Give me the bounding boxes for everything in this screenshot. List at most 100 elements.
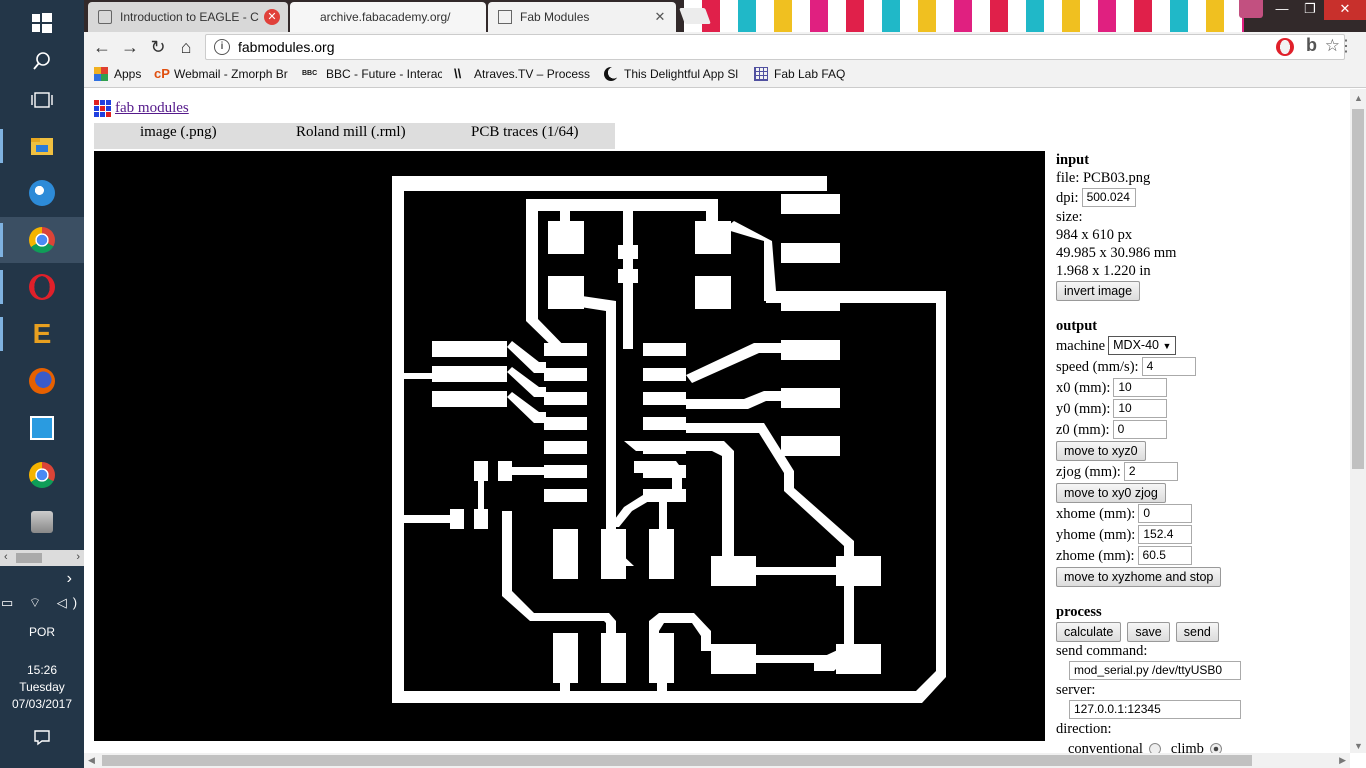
forward-button[interactable]: → — [121, 37, 139, 57]
bookmark-bbc[interactable]: BBC BBC - Future - Interac — [302, 67, 442, 81]
move-to-xy0-zjog-button[interactable]: move to xy0 zjog — [1056, 482, 1166, 503]
taskbar-scroll[interactable]: ‹ › — [0, 550, 84, 566]
language-indicator[interactable]: POR — [28, 625, 55, 639]
dpi-input[interactable]: 500.024 — [1081, 188, 1136, 207]
bookmarks-bar: Apps cP Webmail - Zmorph Br BBC BBC - Fu… — [84, 62, 1366, 88]
pad — [711, 644, 756, 674]
action-center-button[interactable] — [0, 728, 84, 749]
trace — [686, 423, 854, 671]
clock-date: 07/03/2017 — [11, 697, 73, 711]
calculate-button[interactable]: calculate — [1056, 621, 1122, 642]
windows-start-button[interactable] — [0, 0, 84, 46]
pad — [618, 269, 638, 283]
clock-time[interactable]: 15:26 — [26, 663, 58, 677]
home-button[interactable]: ⌂ — [180, 37, 192, 57]
back-button[interactable]: ← — [93, 37, 111, 57]
size-in: 1.968 x 1.220 in — [1056, 263, 1151, 279]
fab-modules-link[interactable]: fab modules — [115, 100, 189, 116]
bookmark-delightful-app[interactable]: This Delightful App Sl — [604, 67, 742, 81]
scroll-down-icon[interactable]: ▼ — [1354, 741, 1363, 751]
tab-archive-fabacademy[interactable]: archive.fabacademy.org/ — [290, 2, 486, 32]
yhome-input[interactable]: 152.4 — [1138, 525, 1193, 544]
z0-input[interactable]: 0 — [1112, 420, 1167, 439]
menu-icon[interactable]: ⋮ — [1338, 38, 1354, 55]
pad — [649, 529, 674, 579]
menu-roland-mill[interactable]: Roland mill (.rml) — [296, 124, 406, 140]
new-tab-button[interactable] — [679, 8, 711, 24]
menu-bar: image (.png) Roland mill (.rml) PCB trac… — [94, 123, 615, 149]
thunderbird-button[interactable] — [0, 170, 84, 216]
trace — [659, 499, 667, 531]
ic-pad — [544, 465, 587, 478]
search-icon — [33, 52, 50, 70]
scroll-left-icon[interactable]: ◀ — [88, 755, 95, 765]
close-tab-icon[interactable]: ✕ — [654, 9, 666, 24]
reload-button[interactable]: ↻ — [150, 37, 166, 57]
x0-input[interactable]: 10 — [1113, 378, 1168, 397]
zhome-label: zhome (mm): — [1056, 547, 1135, 564]
machine-select[interactable]: MDX-40 ▼ — [1108, 336, 1177, 355]
horizontal-scroll-thumb[interactable] — [102, 755, 1252, 766]
bookmark-star-icon[interactable]: ☆ — [1324, 36, 1340, 55]
tab-fab-modules[interactable]: Fab Modules ✕ — [488, 2, 676, 32]
tray-icons[interactable]: ▭ ⌔ ◁) — [0, 595, 84, 610]
pcb-preview-canvas[interactable] — [94, 151, 1045, 741]
close-window-button[interactable]: ✕ — [1324, 0, 1366, 20]
firefox-button[interactable] — [0, 358, 84, 404]
output-heading: output — [1056, 318, 1098, 334]
save-button[interactable]: save — [1127, 621, 1170, 642]
address-bar[interactable]: i fabmodules.org ☆ — [205, 34, 1345, 60]
trace — [507, 367, 546, 397]
running-indicator — [0, 317, 3, 351]
move-to-xyzhome-button[interactable]: move to xyzhome and stop — [1056, 566, 1222, 587]
tab-introduction-to-eagle[interactable]: Introduction to EAGLE - C ✕ — [88, 2, 288, 32]
minimize-button[interactable]: — — [1275, 1, 1289, 16]
dpi-label: dpi: — [1056, 189, 1079, 206]
send-button[interactable]: send — [1175, 621, 1219, 642]
profile-icon[interactable] — [1239, 0, 1263, 18]
horizontal-scrollbar[interactable]: ◀ ▶ — [84, 753, 1350, 768]
close-tab-icon[interactable]: ✕ — [264, 9, 280, 25]
bookmark-atraves[interactable]: \\ Atraves.TV – Processo — [454, 67, 590, 82]
opera-extension-icon[interactable] — [1276, 38, 1294, 56]
fab-modules-brand: fab modules — [94, 100, 189, 117]
bookmark-fab-lab-faq[interactable]: Fab Lab FAQ — [754, 67, 845, 81]
file-explorer-button[interactable] — [0, 123, 84, 169]
climb-radio[interactable] — [1209, 742, 1222, 753]
vertical-scroll-thumb[interactable] — [1352, 109, 1364, 469]
bing-extension-icon[interactable]: b — [1306, 35, 1317, 55]
bookmark-webmail[interactable]: cP Webmail - Zmorph Br — [154, 67, 290, 82]
chrome-alt-button[interactable] — [0, 452, 84, 498]
y0-input[interactable]: 10 — [1113, 399, 1168, 418]
speed-input[interactable]: 4 — [1141, 357, 1196, 376]
scroll-right-icon[interactable]: ▶ — [1339, 755, 1346, 765]
search-button[interactable] — [0, 38, 84, 84]
installer-button[interactable] — [0, 499, 84, 545]
conventional-radio[interactable] — [1148, 742, 1161, 753]
zhome-input[interactable]: 60.5 — [1137, 546, 1192, 565]
task-view-button[interactable] — [0, 77, 84, 123]
scroll-left-icon: ‹ — [4, 551, 8, 563]
scroll-thumb[interactable] — [16, 553, 42, 563]
server-input[interactable]: 127.0.0.1:12345 — [1069, 700, 1241, 719]
site-info-icon[interactable]: i — [214, 39, 230, 55]
bookmark-apps[interactable]: Apps — [94, 67, 141, 81]
menu-image-png[interactable]: image (.png) — [140, 124, 217, 140]
scroll-up-icon[interactable]: ▲ — [1354, 93, 1363, 103]
xhome-input[interactable]: 0 — [1138, 504, 1193, 523]
eagle-button[interactable]: E — [0, 311, 84, 357]
opera-button[interactable] — [0, 264, 84, 310]
bookmark-label: This Delightful App Sl — [624, 67, 739, 81]
vertical-scrollbar[interactable]: ▲ ▼ — [1350, 89, 1366, 753]
menu-pcb-traces[interactable]: PCB traces (1/64) — [471, 124, 579, 140]
show-hidden-icons-button[interactable]: › — [66, 570, 72, 587]
invert-image-button[interactable]: invert image — [1056, 280, 1141, 301]
zjog-input[interactable]: 2 — [1123, 462, 1178, 481]
app-button[interactable] — [0, 405, 84, 451]
chrome-button[interactable] — [0, 217, 84, 263]
restore-button[interactable]: ❐ — [1304, 1, 1316, 16]
send-command-input[interactable]: mod_serial.py /dev/ttyUSB0 — [1069, 661, 1241, 680]
running-indicator — [0, 270, 3, 304]
chrome-icon — [29, 462, 55, 488]
move-to-xyz0-button[interactable]: move to xyz0 — [1056, 440, 1146, 461]
